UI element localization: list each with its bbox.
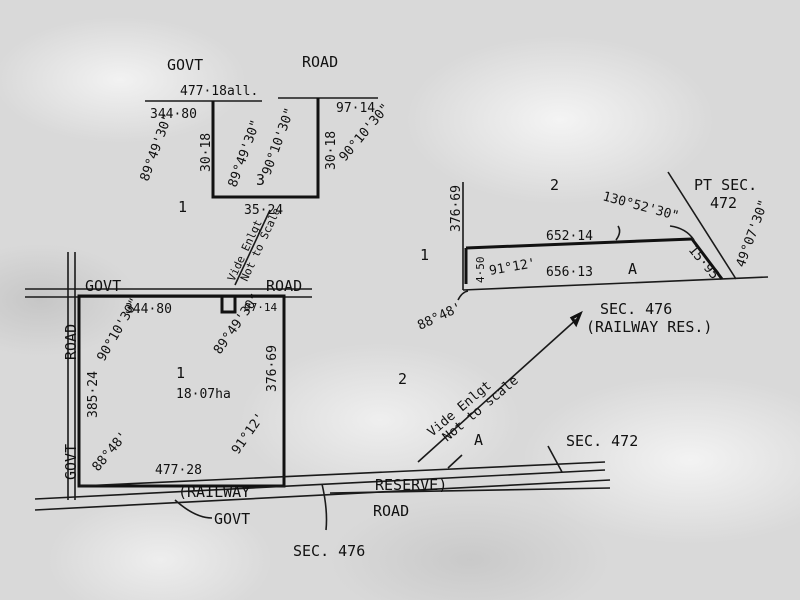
reserve-label: RESERVE) xyxy=(375,476,447,494)
lot1-boundary xyxy=(77,294,286,488)
enl-left-dim: 376·69 xyxy=(449,185,464,232)
main-right-dim: 376·69 xyxy=(265,345,280,392)
enl-top-dim: 652·14 xyxy=(546,229,593,244)
lot3-number: 3 xyxy=(256,171,265,189)
railway-res-label: (RAILWAY RES.) xyxy=(586,318,712,336)
main-bearing-left: 90°10'30" xyxy=(94,295,142,364)
enl-angle: 91°12' xyxy=(488,256,537,279)
enl-a-label: A xyxy=(628,260,637,278)
main-bearing-right: 89°49'30" xyxy=(211,291,264,357)
width-all-label: 477·18all. xyxy=(180,84,258,99)
main-lot-number: 1 xyxy=(176,364,185,382)
vide-big-arrowhead xyxy=(569,310,583,328)
vide-big-pointer xyxy=(417,317,579,463)
lot3-notch xyxy=(220,296,237,314)
lot3-inner-right: 90°10'30" xyxy=(260,106,298,177)
railway-label: (RAILWAY xyxy=(178,483,250,501)
main-left-dim: 385·24 xyxy=(86,371,101,418)
sec472-pointer xyxy=(547,445,563,473)
lot3-side-right: 30·18 xyxy=(324,131,339,170)
govt-bottom-label: GOVT xyxy=(214,510,250,528)
enl-lot1-label: 1 xyxy=(420,246,429,264)
pt-sec-number: 472 xyxy=(710,194,737,212)
enl-angle-left-pointer xyxy=(457,290,469,301)
enl-short-dim: 4·50 xyxy=(474,257,487,284)
enl-bearing-arc xyxy=(669,225,695,241)
enl-lot2-label: 2 xyxy=(550,176,559,194)
main-lot1: GOVT ROAD ROAD GOVT 344·80 97·14 90°10'3… xyxy=(25,252,312,500)
main-area: 18·07ha xyxy=(176,387,231,402)
main-bottom-dim: 477·28 xyxy=(155,463,202,478)
enl-angle-left: 88°48' xyxy=(415,300,464,333)
sec476-bottom-label: SEC. 476 xyxy=(293,542,365,560)
sec476-bottom-pointer xyxy=(321,483,328,531)
top-right-dim: 97·14 xyxy=(336,101,375,116)
govt-bottom-pointer xyxy=(174,499,213,519)
lot3-left-bearing: 89°49'30" xyxy=(138,112,176,183)
road-bottom-label: ROAD xyxy=(373,502,409,520)
govt-left-label: GOVT xyxy=(62,444,80,480)
lot3-bottom-dim: 35·24 xyxy=(244,203,283,218)
main-angle-br: 91°12' xyxy=(229,410,268,457)
railway-line-3 xyxy=(79,461,606,487)
enlargement-a: 2 1 376·69 652·14 130°52'30" PT SEC. 472… xyxy=(415,171,772,336)
railway-line-1 xyxy=(34,469,606,500)
a-bottom-pointer xyxy=(447,454,463,469)
pt-sec-line xyxy=(667,171,737,280)
main-top-right-dim: 97·14 xyxy=(244,301,277,314)
lot3-side-left: 30·18 xyxy=(199,133,214,172)
enl-bottom-line xyxy=(462,276,769,291)
enl-diagonal xyxy=(690,238,724,280)
enl-top-tick xyxy=(615,225,621,241)
road-left-label: ROAD xyxy=(62,324,80,360)
sec472-bottom-label: SEC. 472 xyxy=(566,432,638,450)
enl-top-line xyxy=(465,237,693,250)
lot1-top-label: 1 xyxy=(178,198,187,216)
a-bottom-label: A xyxy=(474,431,483,449)
pt-sec-label: PT SEC. xyxy=(694,176,757,194)
sec476-right-label: SEC. 476 xyxy=(600,300,672,318)
lot3-enlargement: GOVT ROAD 477·18all. 344·80 97·14 89°49'… xyxy=(138,53,393,286)
enl-bottom-dim: 656·13 xyxy=(546,265,593,280)
railway-line-4 xyxy=(329,487,611,494)
govt-mid-label: GOVT xyxy=(85,277,121,295)
main-angle-bl: 88°48' xyxy=(90,429,132,475)
govt-top-label: GOVT xyxy=(167,56,203,74)
top-left-dim: 344·80 xyxy=(150,107,197,122)
road-top-label: ROAD xyxy=(302,53,338,71)
lot2-mid-label: 2 xyxy=(398,370,407,388)
railway-line-2 xyxy=(34,479,611,511)
enl-right-bearing: 49°07'30" xyxy=(734,198,772,269)
lot3-boundary xyxy=(211,98,320,199)
main-top-dim: 344·80 xyxy=(125,302,172,317)
vide-small-pointer xyxy=(234,209,271,286)
road-mid-label: ROAD xyxy=(266,277,302,295)
enl-top-bearing: 130°52'30" xyxy=(601,189,680,224)
